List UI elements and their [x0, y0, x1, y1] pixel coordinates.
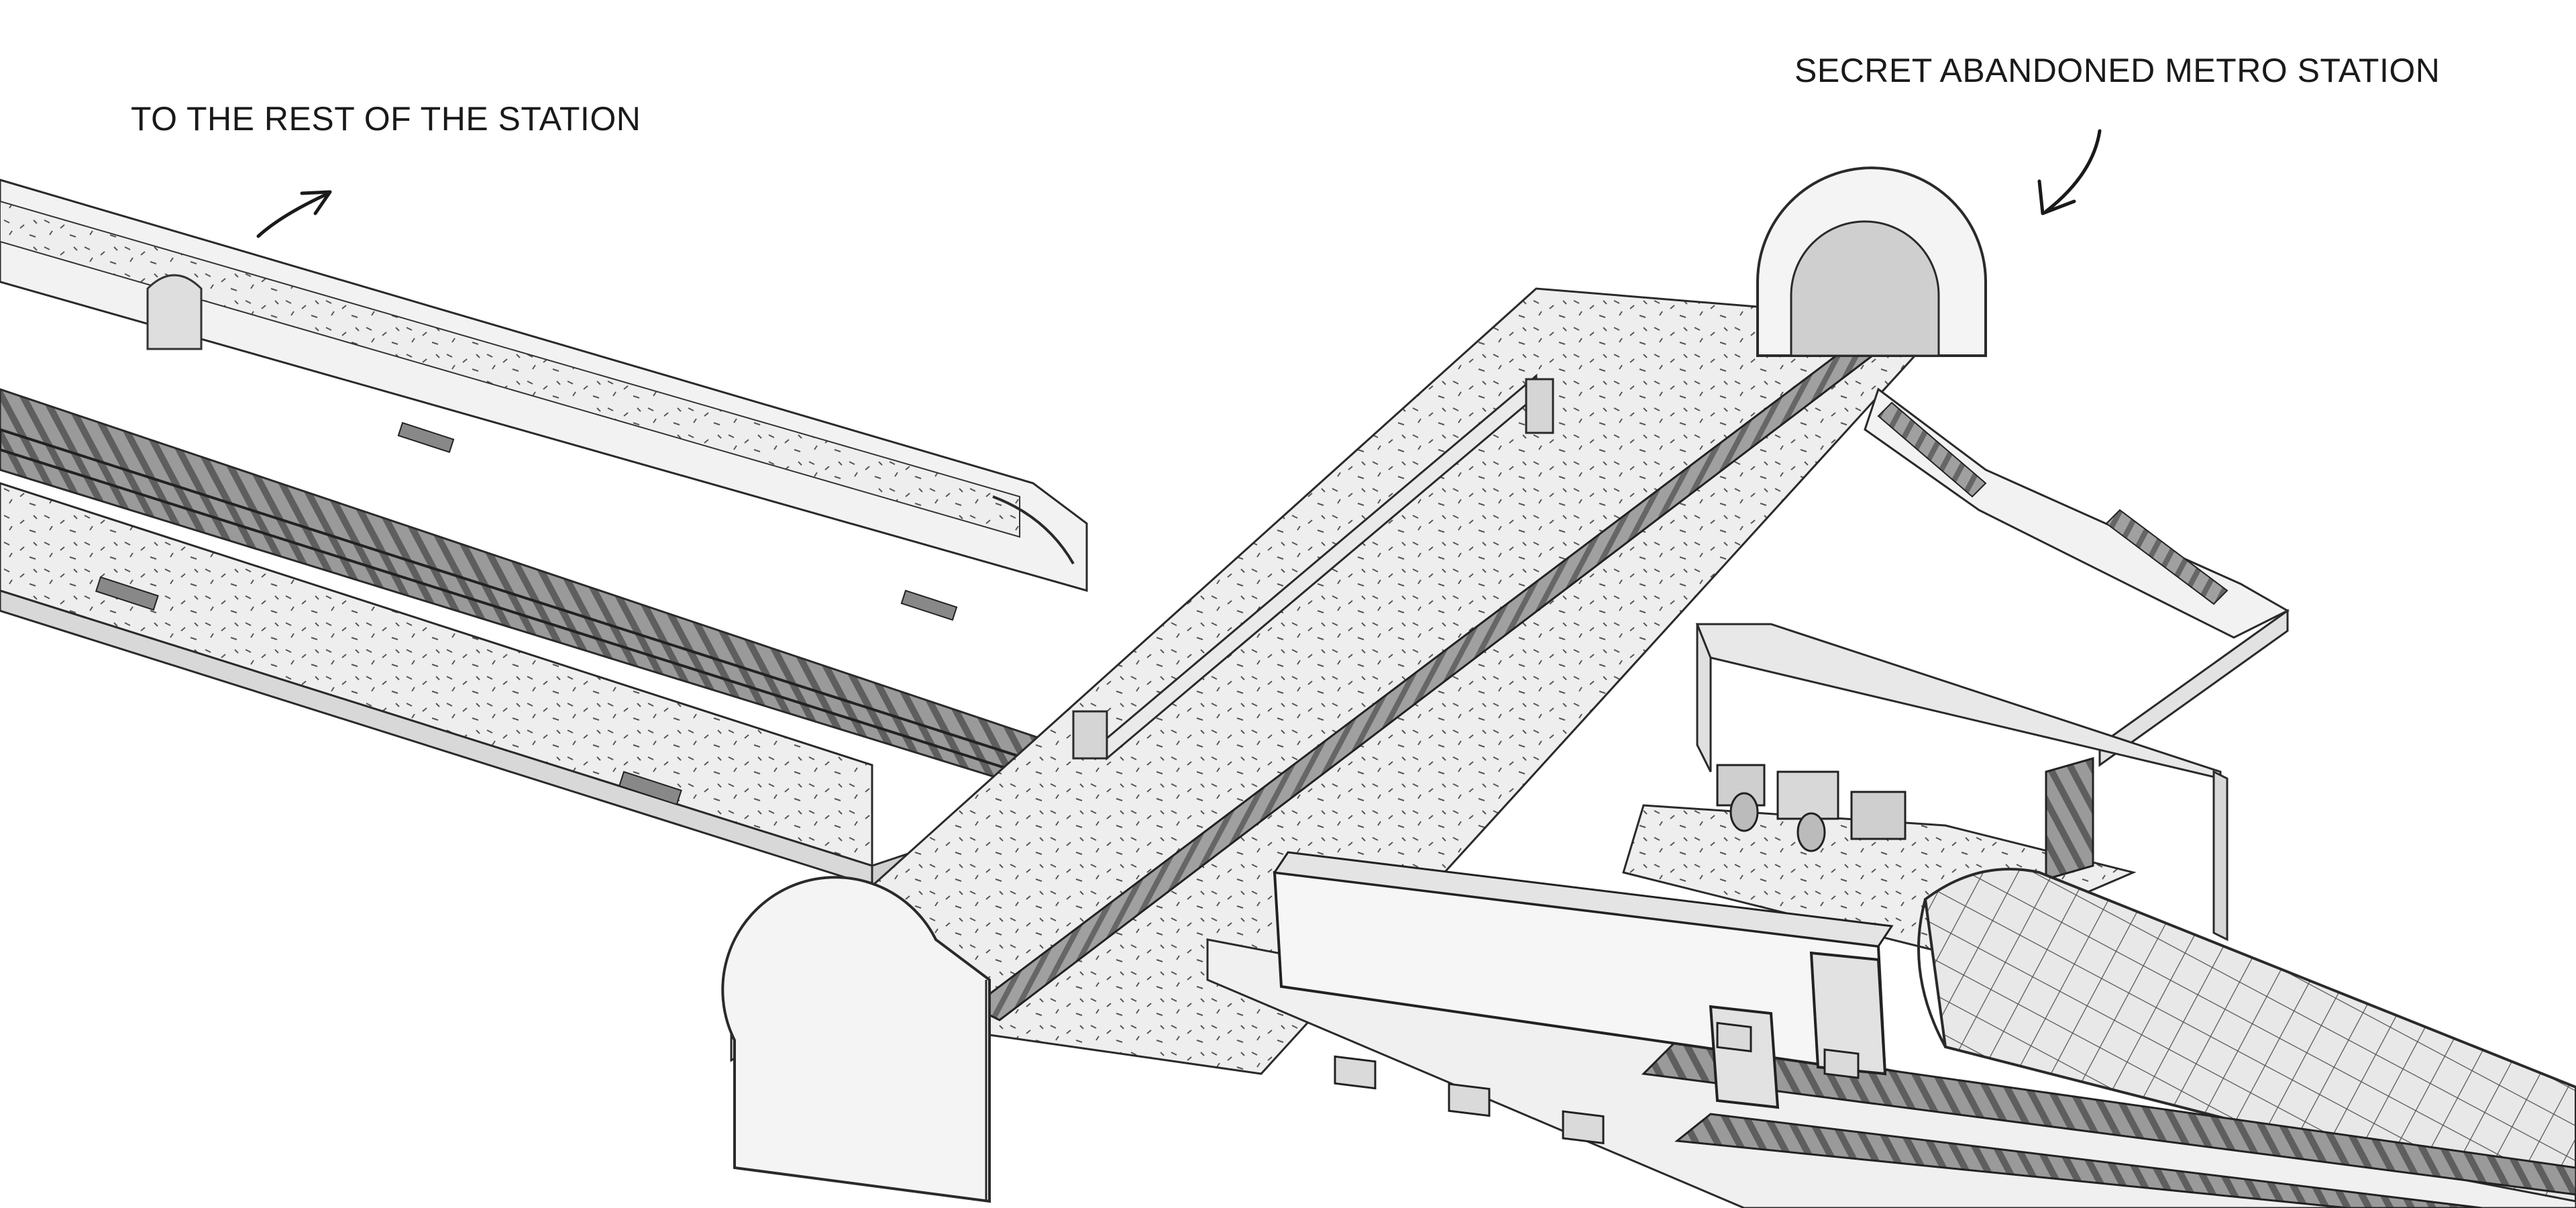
main-station-block — [0, 179, 1089, 888]
arched-tunnel-roof — [1917, 868, 2576, 1208]
arrow-to-rest-of-station — [256, 190, 332, 238]
stairway — [1864, 387, 2290, 767]
cross-tunnel-bridge — [721, 166, 1987, 1203]
arrow-to-secret-station — [2037, 129, 2102, 215]
metro-train — [1273, 851, 1894, 1145]
label-rest-of-station: TO THE REST OF THE STATION — [131, 100, 641, 138]
label-secret-station: SECRET ABANDONED METRO STATION — [1794, 52, 2440, 89]
